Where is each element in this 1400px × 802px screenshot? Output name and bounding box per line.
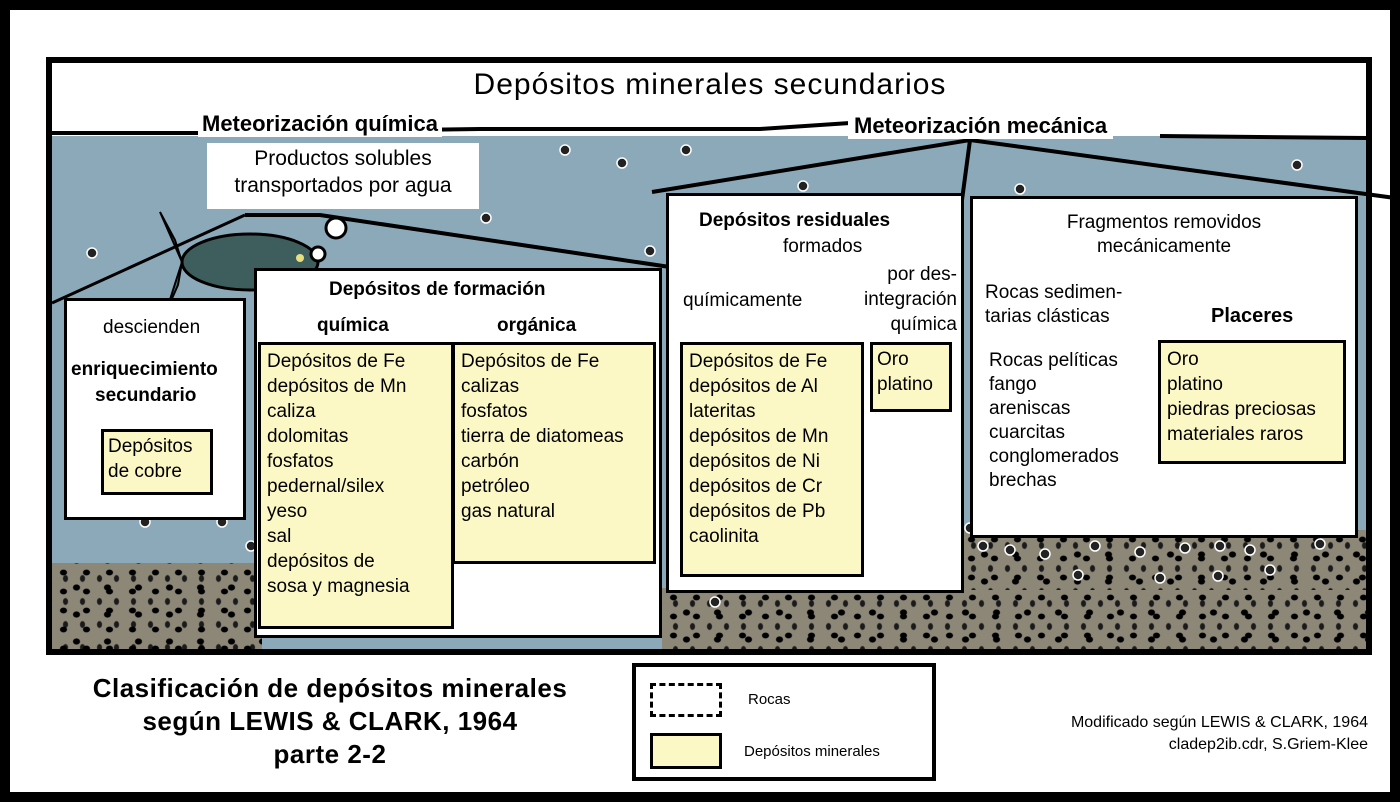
depositos-cobre: Depósitos de cobre bbox=[101, 429, 213, 495]
desintegracion-line: integración bbox=[864, 289, 957, 310]
organica-item: gas natural bbox=[461, 501, 556, 522]
formados-label: formados bbox=[783, 236, 863, 257]
desintegracion-line: química bbox=[890, 314, 957, 335]
credit-line-2: cladep2ib.cdr, S.Griem-Klee bbox=[1168, 736, 1368, 753]
quimicamente-label: químicamente bbox=[683, 290, 803, 311]
residuales-item: depósitos de Mn bbox=[689, 426, 829, 447]
meteorizacion-mecanica-label: Meteorización mecánica bbox=[848, 113, 1114, 139]
caption-line-1: Clasificación de depósitos minerales bbox=[92, 673, 568, 703]
rocas-item: cuarcitas bbox=[989, 422, 1066, 443]
legend-rocas-label: Rocas bbox=[748, 691, 791, 708]
productos-solubles: Productos solubles transportados por agu… bbox=[207, 143, 479, 209]
oro-platino-deposits: Oro platino bbox=[870, 342, 952, 412]
enriquecimiento-box: descienden enriquecimiento secundario De… bbox=[64, 298, 246, 520]
rocas-item: areniscas bbox=[989, 398, 1071, 419]
desintegracion-label: por des- integración química bbox=[845, 262, 957, 337]
oro-item: platino bbox=[877, 374, 933, 395]
placeres-item: materiales raros bbox=[1167, 424, 1304, 445]
rocas-item: conglomerados bbox=[989, 446, 1119, 467]
caption-line-3: parte 2-2 bbox=[273, 739, 387, 769]
placeres-deposits: Oro platino piedras preciosas materiales… bbox=[1158, 340, 1346, 464]
fragmentos-title: Fragmentos removidos mecánicamente bbox=[973, 211, 1355, 259]
organica-item: calizas bbox=[461, 376, 520, 397]
quimica-item: depósitos de bbox=[267, 551, 375, 572]
residuales-item: Depósitos de Fe bbox=[689, 351, 828, 372]
organica-item: petróleo bbox=[461, 476, 530, 497]
meteorizacion-quimica-label: Meteorización química bbox=[198, 111, 442, 137]
quimica-item: sal bbox=[267, 526, 292, 547]
rocas-item: Rocas pelíticas bbox=[989, 350, 1118, 371]
rock-layer-placer bbox=[960, 530, 1366, 590]
rocas-list: Rocas pelíticas fango areniscas cuarcita… bbox=[989, 349, 1119, 493]
productos-line-1: Productos solubles bbox=[254, 147, 432, 170]
rocas-sed-line: tarias clásticas bbox=[985, 306, 1110, 327]
cobre-line-2: de cobre bbox=[108, 461, 182, 482]
rocas-sed-line: Rocas sedimen- bbox=[985, 282, 1123, 303]
quimica-item: dolomitas bbox=[267, 426, 349, 447]
rocas-item: fango bbox=[989, 374, 1037, 395]
placeres-item: Oro bbox=[1167, 349, 1199, 370]
quimica-item: sosa y magnesia bbox=[267, 576, 410, 597]
quimica-item: Depósitos de Fe bbox=[267, 351, 406, 372]
enriquecimiento-heading-2: secundario bbox=[95, 385, 197, 406]
legend: Rocas Depósitos minerales bbox=[632, 663, 936, 781]
quimica-deposits: Depósitos de Fe depósitos de Mn caliza d… bbox=[258, 342, 454, 629]
organica-label: orgánica bbox=[497, 315, 577, 336]
quimica-label: química bbox=[317, 315, 389, 336]
rock-layer-left bbox=[52, 563, 262, 649]
placeres-label: Placeres bbox=[1211, 305, 1294, 327]
credit: Modificado según LEWIS & CLARK, 1964 cla… bbox=[980, 712, 1368, 756]
fragmentos-title-line: mecánicamente bbox=[1096, 236, 1232, 257]
placeres-item: piedras preciosas bbox=[1167, 399, 1316, 420]
caption-line-2: según LEWIS & CLARK, 1964 bbox=[142, 706, 518, 736]
rocas-sedimentarias: Rocas sedimen- tarias clásticas bbox=[985, 281, 1122, 329]
quimica-item: depósitos de Mn bbox=[267, 376, 407, 397]
residuales-item: lateritas bbox=[689, 401, 756, 422]
rock-layer-right bbox=[662, 588, 1366, 649]
placeres-item: platino bbox=[1167, 374, 1223, 395]
credit-line-1: Modificado según LEWIS & CLARK, 1964 bbox=[1070, 714, 1368, 731]
organica-deposits: Depósitos de Fe calizas fosfatos tierra … bbox=[452, 342, 656, 564]
residuales-item: depósitos de Pb bbox=[689, 501, 826, 522]
diagram-title: Depósitos minerales secundarios bbox=[473, 68, 947, 101]
desintegracion-line: por des- bbox=[887, 264, 957, 285]
organica-item: tierra de diatomeas bbox=[461, 426, 624, 447]
legend-depositos-swatch bbox=[650, 733, 722, 769]
oro-item: Oro bbox=[877, 349, 909, 370]
legend-rocas-swatch bbox=[650, 683, 722, 717]
quimica-item: yeso bbox=[267, 501, 308, 522]
residuales-item: depósitos de Cr bbox=[689, 476, 823, 497]
rocas-item: brechas bbox=[989, 470, 1057, 491]
legend-depositos-label: Depósitos minerales bbox=[744, 743, 880, 760]
cobre-line-1: Depósitos bbox=[108, 436, 193, 457]
fragmentos-title-line: Fragmentos removidos bbox=[1066, 212, 1262, 233]
quimica-item: pedernal/silex bbox=[267, 476, 385, 497]
quimica-item: fosfatos bbox=[267, 451, 334, 472]
residuales-title: Depósitos residuales bbox=[699, 210, 891, 231]
residuales-deposits: Depósitos de Fe depósitos de Al laterita… bbox=[680, 342, 864, 577]
residuales-item: depósitos de Al bbox=[689, 376, 818, 397]
productos-line-2: transportados por agua bbox=[234, 174, 452, 197]
residuales-item: caolinita bbox=[689, 526, 759, 547]
formacion-title: Depósitos de formación bbox=[329, 279, 546, 300]
organica-item: Depósitos de Fe bbox=[461, 351, 600, 372]
caption: Clasificación de depósitos minerales seg… bbox=[40, 672, 620, 771]
enriquecimiento-heading-1: enriquecimiento bbox=[71, 359, 218, 380]
residuales-item: depósitos de Ni bbox=[689, 451, 820, 472]
organica-item: fosfatos bbox=[461, 401, 528, 422]
descienden-label: descienden bbox=[103, 317, 201, 338]
quimica-item: caliza bbox=[267, 401, 316, 422]
organica-item: carbón bbox=[461, 451, 520, 472]
